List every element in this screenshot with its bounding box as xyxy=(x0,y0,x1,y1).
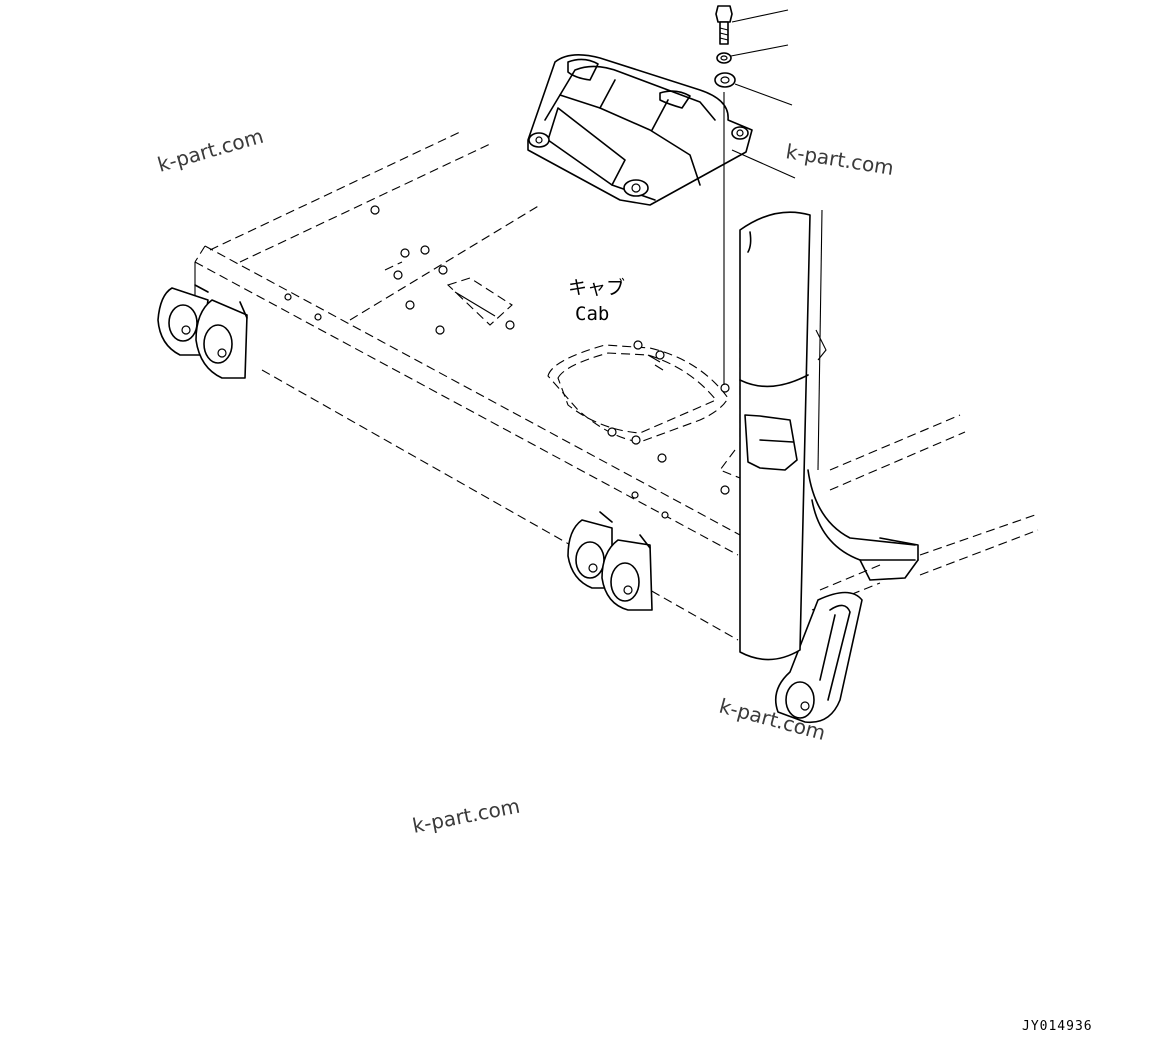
cab-frame xyxy=(194,131,1039,641)
rear-hinge-bracket xyxy=(774,591,863,724)
watermark: k-part.com xyxy=(784,139,895,180)
mounting-holes xyxy=(284,205,730,519)
fasteners xyxy=(714,5,736,385)
front-hinge-brackets xyxy=(157,284,248,379)
drawing-code: JY014936 xyxy=(1022,1019,1093,1034)
cab-label-jp: キャブ xyxy=(568,276,625,299)
middle-hinge-brackets xyxy=(567,511,653,611)
front-pillar xyxy=(739,209,827,661)
watermark: k-part.com xyxy=(155,124,266,177)
mount-cover xyxy=(527,54,753,206)
cab-label-en: Cab xyxy=(575,303,609,325)
leader-lines xyxy=(730,9,796,179)
floor-openings xyxy=(446,277,729,443)
watermark: k-part.com xyxy=(410,794,521,838)
